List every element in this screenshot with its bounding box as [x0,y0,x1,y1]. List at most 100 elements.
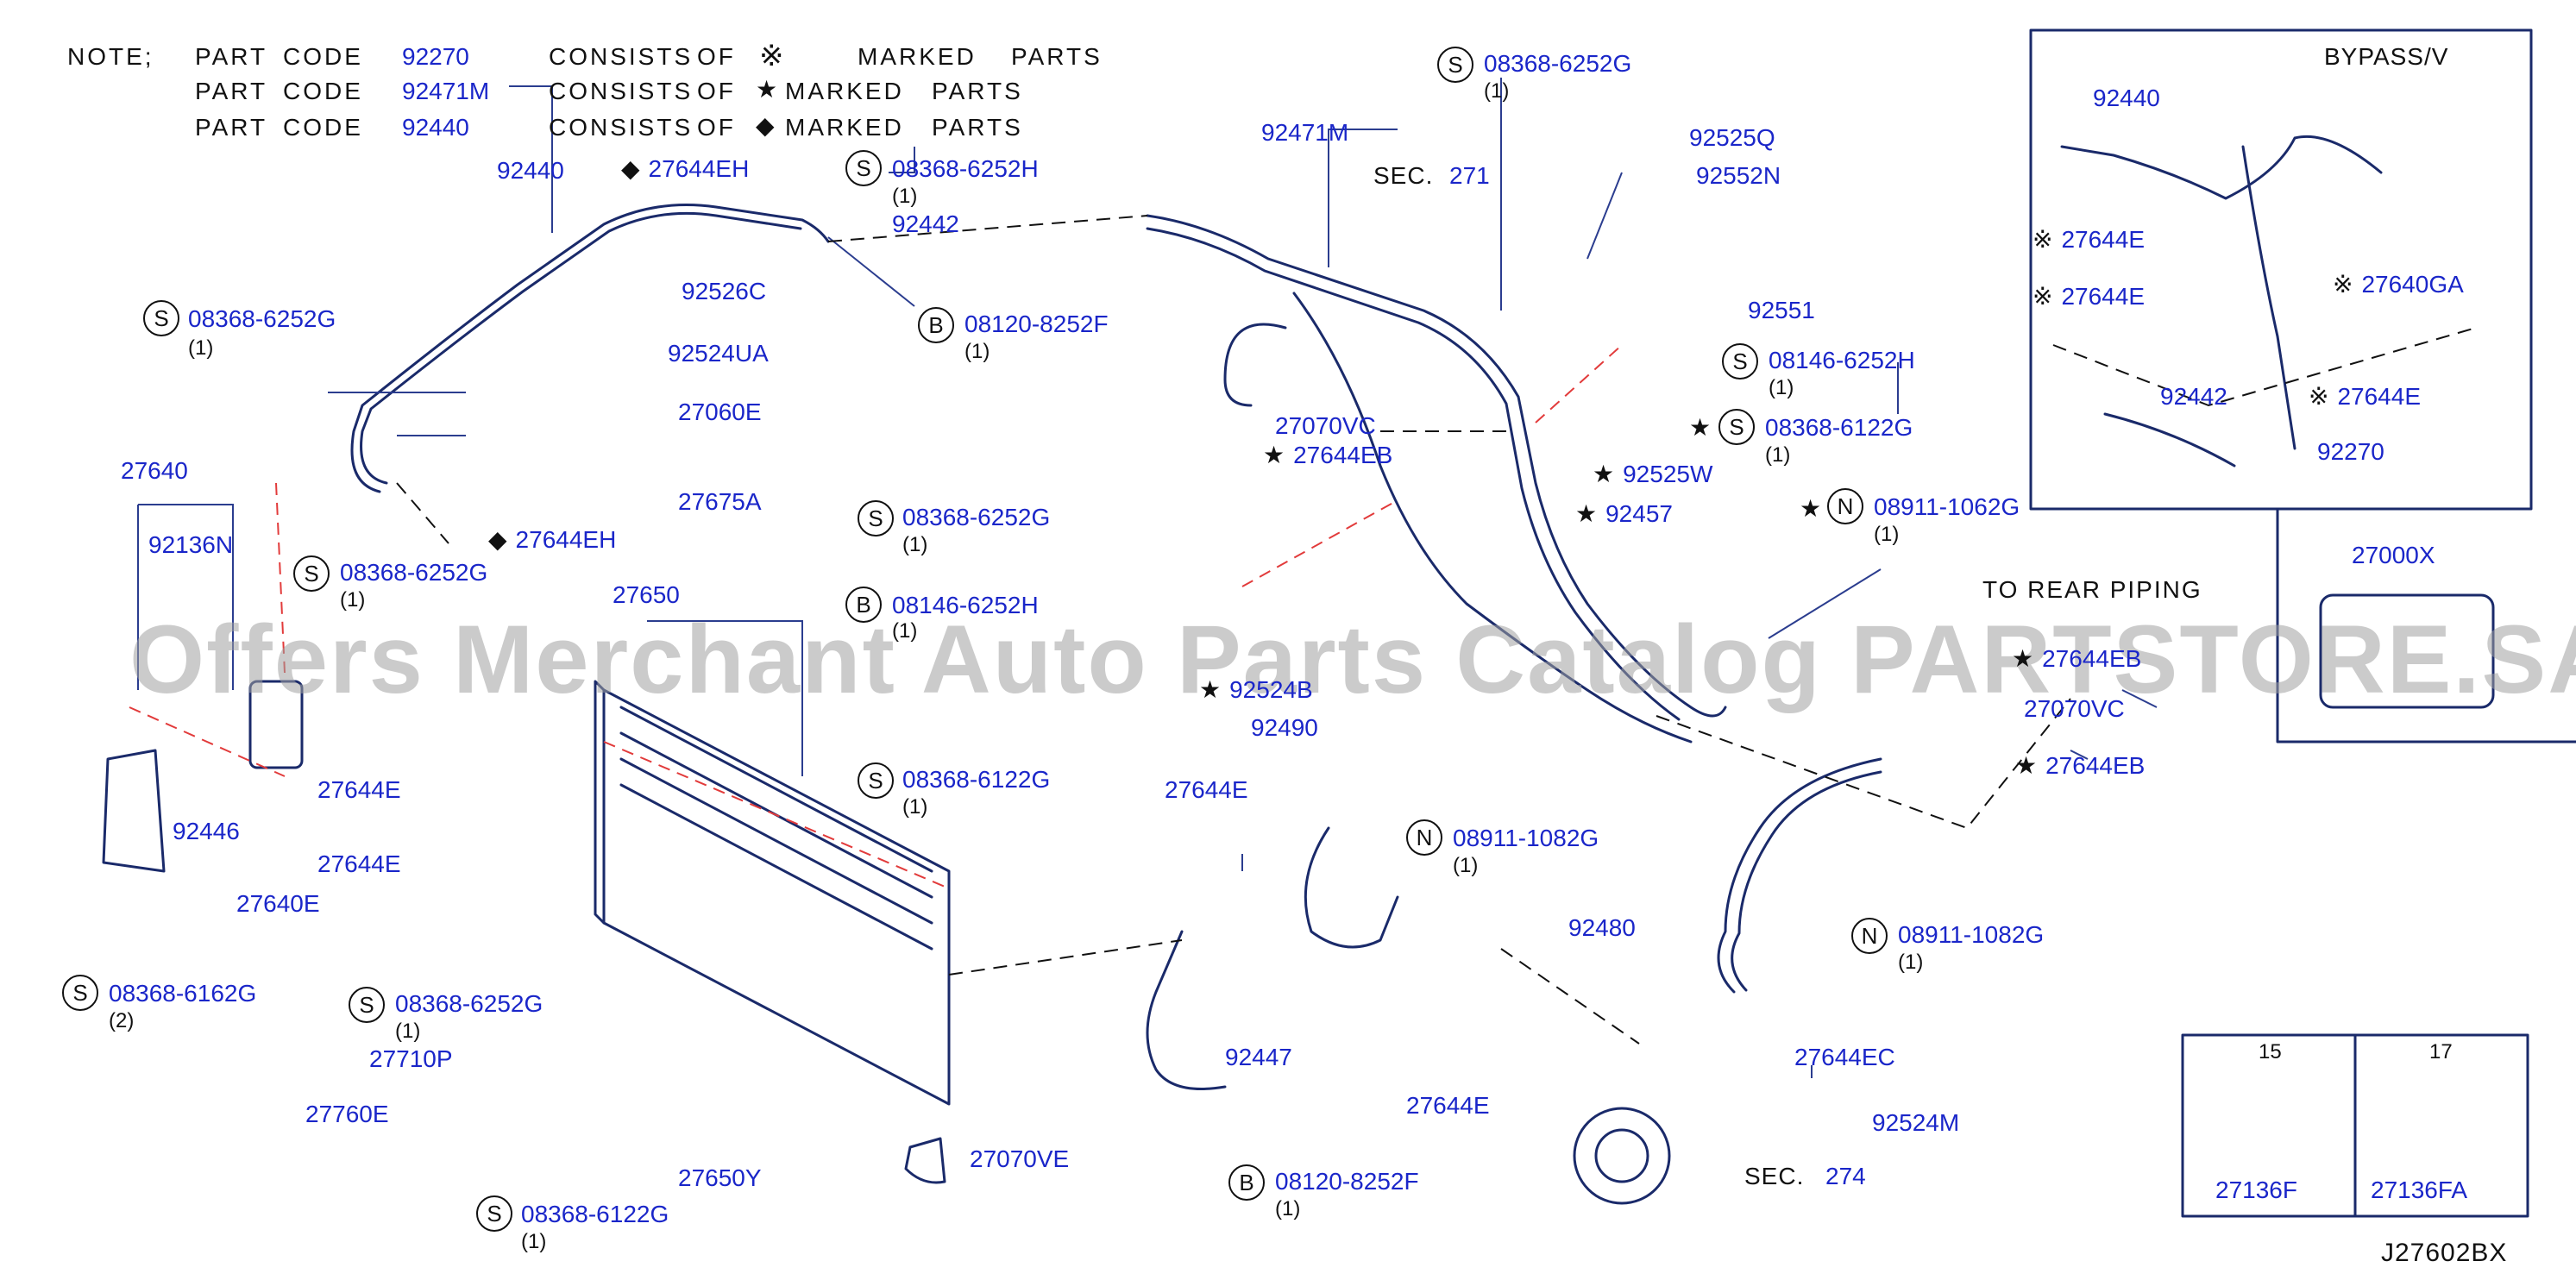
note-parts: PARTS [932,114,1023,141]
pipe-92447 [1146,930,1227,1090]
note-marker-diamond: ◆ [756,112,777,139]
part-27644E[interactable]: 27644E [317,776,401,803]
part-27644E[interactable]: 27644E [1406,1092,1490,1119]
dashed-guides [396,215,2477,1045]
sec-271[interactable]: 271 [1449,162,1490,189]
part-08368-6252G[interactable]: 08368-6252G [188,305,336,332]
part-92442[interactable]: 92442 [2160,383,2227,410]
part-08911-1062G[interactable]: 08911-1062G [1874,493,2020,520]
part-08146-6252H[interactable]: 08146-6252H [892,592,1039,618]
part-08911-1082G[interactable]: 08911-1082G [1453,825,1599,851]
part-92524B[interactable]: 92524B [1229,676,1313,703]
part-92447[interactable]: 92447 [1225,1044,1292,1070]
note-marked: MARKED [785,78,904,104]
badge-s: S [858,762,894,799]
part-27070VE[interactable]: 27070VE [970,1145,1070,1172]
qty: (1) [1453,854,1479,877]
note-code: 92440 [402,114,469,141]
part-92526C[interactable]: 92526C [682,278,767,304]
note-label: NOTE; [67,43,154,70]
note-marked: MARKED [858,43,977,70]
part-92524UA[interactable]: 92524UA [668,340,769,367]
part-27640[interactable]: 27640 [121,457,188,484]
part-92480[interactable]: 92480 [1568,914,1636,941]
part-92551[interactable]: 92551 [1748,297,1815,323]
part-08911-1082G[interactable]: 08911-1082G [1898,921,2045,948]
part-27640GA[interactable]: 27640GA [2361,271,2464,298]
badge-n: N [1851,918,1888,954]
part-27136F[interactable]: 27136F [2215,1176,2297,1203]
badge-s: S [1722,343,1758,380]
part-92270[interactable]: 92270 [2317,438,2384,465]
badge-n: N [1406,819,1442,856]
part-92442[interactable]: 92442 [892,210,959,237]
part-27644EH[interactable]: 27644EH [515,526,617,553]
qty: (1) [964,340,990,363]
part-27644EB[interactable]: 27644EB [2045,752,2146,779]
part-27136FA[interactable]: 27136FA [2371,1176,2468,1203]
part-27644EC[interactable]: 27644EC [1794,1044,1895,1070]
part-27644E[interactable]: 27644E [2337,383,2422,410]
badge-s: S [845,150,882,186]
part-08368-6252G[interactable]: 08368-6252G [902,504,1051,530]
part-08120-8252F[interactable]: 08120-8252F [964,311,1109,337]
part-27710P[interactable]: 27710P [369,1045,453,1072]
badge-b: B [845,587,882,623]
part-27644E[interactable]: 27644E [317,850,401,877]
badge-s: S [293,555,330,592]
part-92552N[interactable]: 92552N [1696,162,1781,189]
part-92525W[interactable]: 92525W [1623,461,1713,487]
sec-label: SEC. [1373,162,1434,189]
part-08368-6252G[interactable]: 08368-6252G [395,990,543,1017]
note-part-label: PART [195,114,268,141]
part-27640E[interactable]: 27640E [236,890,320,917]
part-27675A[interactable]: 27675A [678,488,762,515]
part-27650[interactable]: 27650 [613,581,680,608]
part-27760E[interactable]: 27760E [305,1101,389,1127]
note-parts: PARTS [932,78,1023,104]
part-27060E[interactable]: 27060E [678,398,762,425]
part-27000X[interactable]: 27000X [2352,542,2435,568]
part-08120-8252F[interactable]: 08120-8252F [1275,1168,1419,1195]
kome-marker: ※ [2033,226,2053,253]
part-08368-6122G[interactable]: 08368-6122G [1765,414,1913,441]
kome-marker: ※ [2033,283,2053,310]
part-08368-6252G[interactable]: 08368-6252G [1484,50,1632,77]
part-08368-6252H[interactable]: 08368-6252H [892,155,1039,182]
part-27070VC[interactable]: 27070VC [2024,695,2125,722]
badge-s: S [1718,409,1755,445]
part-08368-6122G[interactable]: 08368-6122G [521,1201,669,1227]
part-92440[interactable]: 92440 [2093,85,2160,111]
part-08368-6252G[interactable]: 08368-6252G [340,559,488,586]
pipe-assembly-92471M [1146,214,1727,718]
part-27644E[interactable]: 27644E [2061,283,2146,310]
star-marker: ★ [2012,645,2034,672]
part-92524M[interactable]: 92524M [1872,1109,1960,1136]
part-92490[interactable]: 92490 [1251,714,1318,741]
part-92471M[interactable]: 92471M [1261,119,1349,146]
part-92446[interactable]: 92446 [173,818,240,844]
part-27644E[interactable]: 27644E [1165,776,1248,803]
part-27644EB[interactable]: 27644EB [1293,442,1393,468]
part-92440[interactable]: 92440 [497,157,564,184]
pipe-92440 [350,204,830,493]
badge-s: S [349,987,385,1023]
part-27644EH[interactable]: 27644EH [648,155,750,182]
part-27644E[interactable]: 27644E [2061,226,2146,253]
part-08146-6252H[interactable]: 08146-6252H [1769,347,1915,373]
part-27070VC[interactable]: 27070VC [1275,412,1376,439]
part-92457[interactable]: 92457 [1605,500,1673,527]
part-92136N[interactable]: 92136N [148,531,234,558]
qty: (1) [340,588,366,612]
badge-s: S [143,300,179,336]
part-08368-6122G[interactable]: 08368-6122G [902,766,1051,793]
part-27644EB[interactable]: 27644EB [2042,645,2142,672]
sec-274[interactable]: 274 [1825,1163,1866,1189]
bracket-27650Y [904,1137,946,1184]
star-marker: ★ [1575,500,1598,527]
part-08368-6162G[interactable]: 08368-6162G [109,980,257,1007]
badge-s: S [476,1195,512,1232]
part-92525Q[interactable]: 92525Q [1689,124,1775,151]
note-part-label: PART [195,43,268,70]
part-27650Y[interactable]: 27650Y [678,1164,762,1191]
